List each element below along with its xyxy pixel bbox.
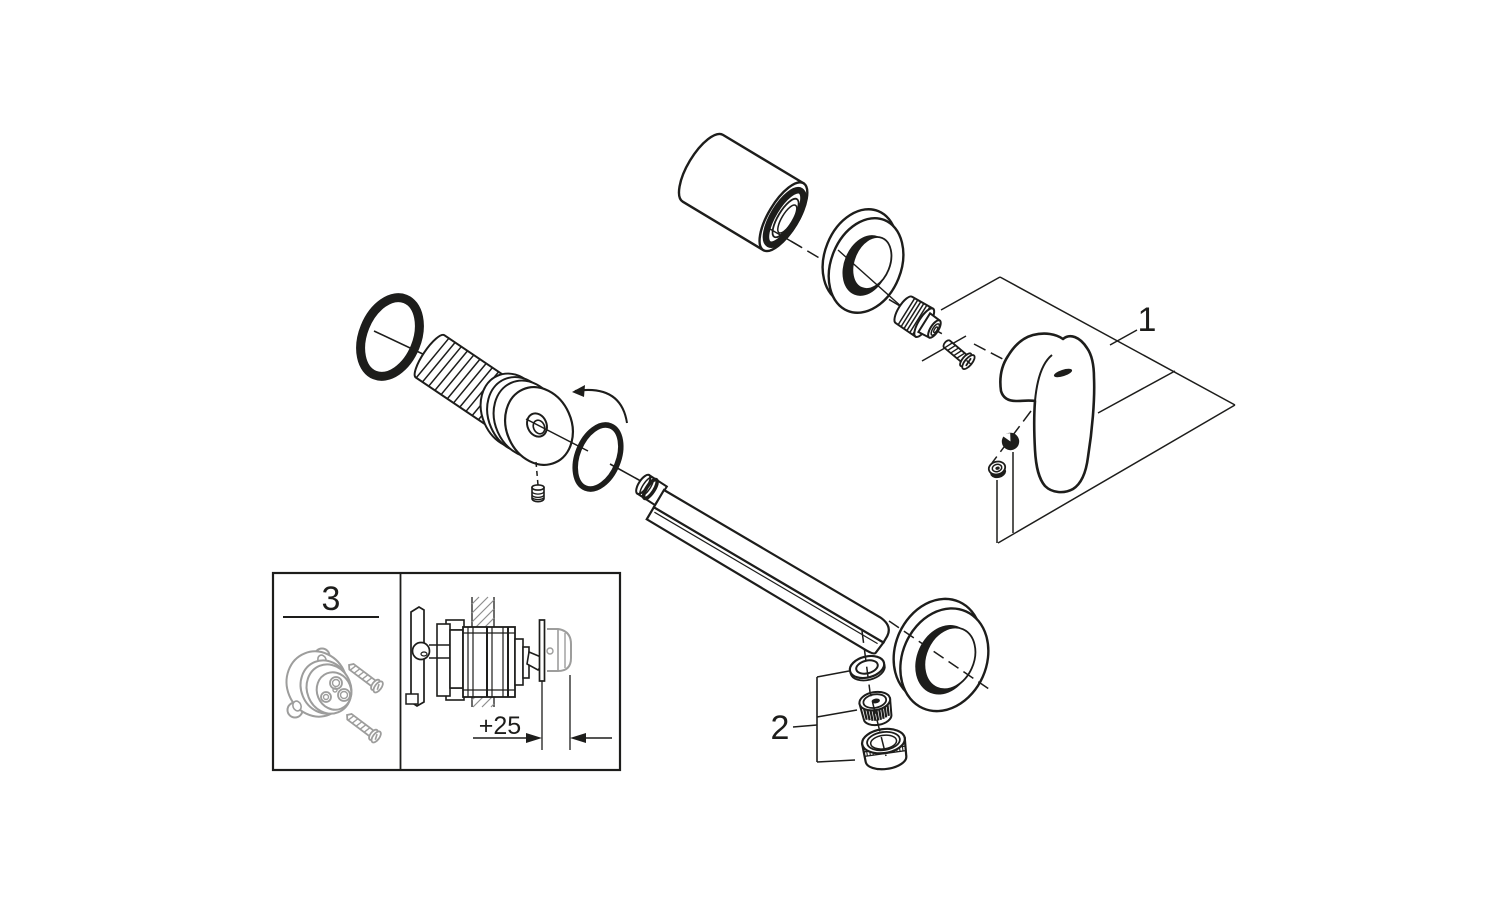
- escutcheon-section-drawing: [538, 619, 572, 682]
- ball-drawing: [1001, 432, 1020, 451]
- mounting-screw-2: [346, 712, 382, 744]
- centerline-over-sleeve: [769, 228, 802, 248]
- spout-drawing: [645, 488, 890, 655]
- group3-label: 3: [322, 580, 341, 618]
- group1-plane-lines: [921, 276, 1236, 544]
- o-ring-large-drawing: [356, 293, 424, 381]
- handle-sleeve-drawing: [677, 132, 809, 253]
- wall-flange-drawing: [479, 372, 574, 466]
- setscrew-dashed-axis: [535, 461, 539, 486]
- group2-bracket: [792, 670, 858, 763]
- lever-handle-drawing: [999, 332, 1096, 494]
- group1-label: 1: [1138, 301, 1157, 339]
- group2-dashed-axes: [861, 620, 990, 757]
- handle-escutcheon-ring-drawing: [821, 208, 905, 314]
- mounting-screw-1: [348, 662, 384, 694]
- mousseur-insert-drawing: [858, 690, 893, 727]
- screw-plug-drawing: [987, 460, 1007, 479]
- spout-escutcheon-ring-drawing: [892, 597, 990, 713]
- dimension-label: +25: [479, 712, 521, 740]
- dimension-annotation: +25: [473, 675, 612, 750]
- group2-label: 2: [771, 709, 790, 747]
- inset-box: 3: [271, 571, 622, 772]
- cartridge-nut-drawing: [893, 295, 942, 339]
- set-screw-drawing: [531, 484, 545, 503]
- mousseur-housing-drawing: [860, 727, 908, 771]
- o-ring-small-drawing: [572, 422, 624, 492]
- rotation-arrow: [572, 385, 628, 424]
- mounting-flange-drawing: [285, 647, 353, 719]
- centerline-over-ring: [837, 249, 904, 309]
- handle-screw-drawing: [942, 339, 976, 370]
- handle-logo-slot: [1053, 368, 1073, 378]
